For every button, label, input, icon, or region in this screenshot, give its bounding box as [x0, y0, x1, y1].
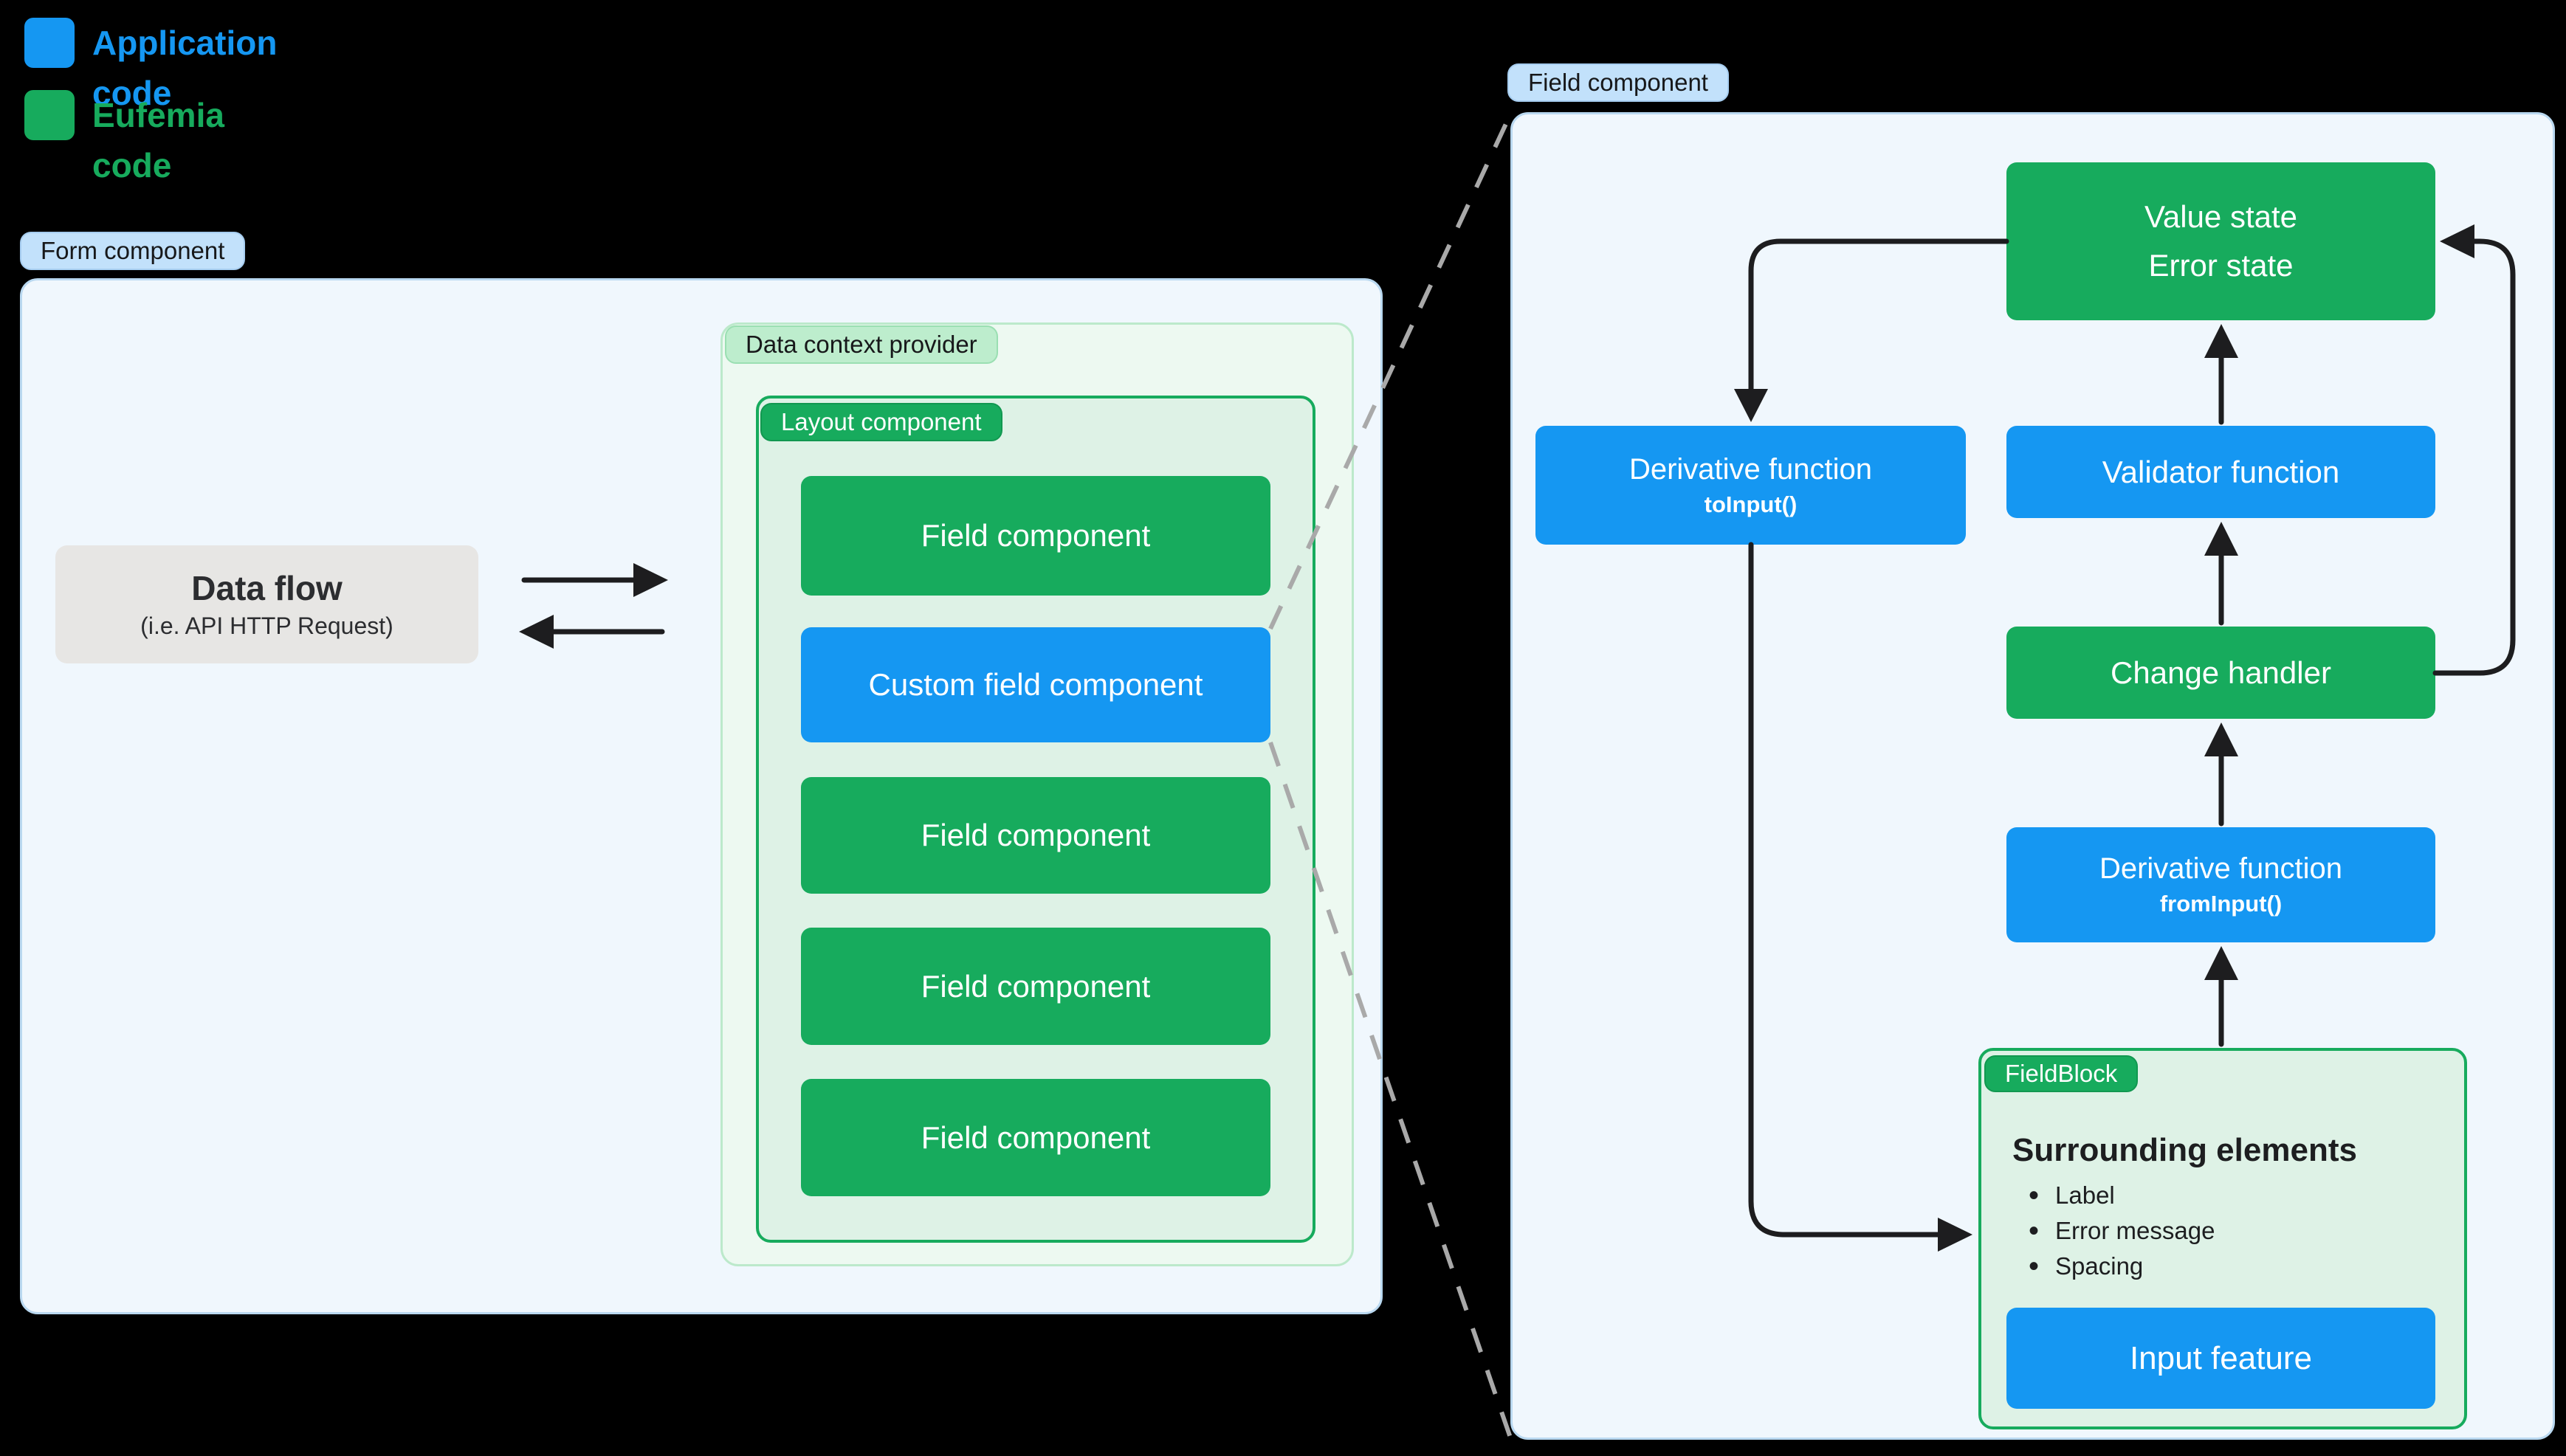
- data-flow-subtitle: (i.e. API HTTP Request): [140, 613, 393, 639]
- legend-label-application: Application code: [92, 24, 278, 112]
- value-state-line2: Error state: [2148, 248, 2294, 283]
- data-flow-box: Data flow (i.e. API HTTP Request): [55, 545, 478, 663]
- fieldblock-item-error-message: Error message: [2029, 1213, 2215, 1249]
- field-component-box-2: Field component: [801, 777, 1270, 894]
- layout-component-tag: Layout component: [760, 403, 1002, 441]
- custom-field-component-label: Custom field component: [868, 667, 1203, 702]
- legend-label-eufemia: Eufemia code: [92, 96, 224, 184]
- value-state-box: Value state Error state: [2006, 162, 2435, 320]
- field-component-box-3-label: Field component: [921, 968, 1151, 1004]
- derivative-toinput-code: toInput(): [1704, 491, 1798, 517]
- surrounding-elements-heading: Surrounding elements: [2012, 1132, 2357, 1168]
- fieldblock-item-spacing: Spacing: [2029, 1249, 2143, 1284]
- field-detail-tag: Field component: [1507, 63, 1729, 102]
- validator-function-label: Validator function: [2102, 454, 2340, 489]
- derivative-frominput-box: Derivative function fromInput(): [2006, 827, 2435, 942]
- derivative-frominput-code: fromInput(): [2159, 891, 2283, 917]
- field-component-box-1: Field component: [801, 476, 1270, 596]
- form-component-tag: Form component: [20, 232, 246, 270]
- field-component-box-1-label: Field component: [921, 518, 1151, 553]
- change-handler-label: Change handler: [2111, 655, 2331, 690]
- field-component-box-4-label: Field component: [921, 1119, 1151, 1155]
- custom-field-component-box: Custom field component: [801, 627, 1270, 742]
- data-flow-title: Data flow: [191, 569, 343, 607]
- legend-swatch-application: [24, 18, 75, 68]
- value-state-line1: Value state: [2144, 199, 2298, 234]
- data-context-provider-tag: Data context provider: [725, 325, 998, 364]
- fieldblock-item-label: Label: [2029, 1178, 2115, 1213]
- derivative-toinput-box: Derivative function toInput(): [1535, 426, 1966, 545]
- field-component-box-2-label: Field component: [921, 818, 1151, 852]
- fieldblock-tag: FieldBlock: [1984, 1055, 2139, 1092]
- change-handler-box: Change handler: [2006, 627, 2435, 719]
- legend-swatch-eufemia: [24, 90, 75, 140]
- derivative-frominput-title: Derivative function: [2099, 852, 2343, 885]
- derivative-toinput-title: Derivative function: [1628, 452, 1873, 486]
- input-feature-label: Input feature: [2129, 1339, 2313, 1376]
- validator-function-box: Validator function: [2006, 426, 2435, 518]
- input-feature-box: Input feature: [2006, 1308, 2435, 1409]
- field-component-box-4: Field component: [801, 1079, 1270, 1196]
- field-component-box-3: Field component: [801, 928, 1270, 1045]
